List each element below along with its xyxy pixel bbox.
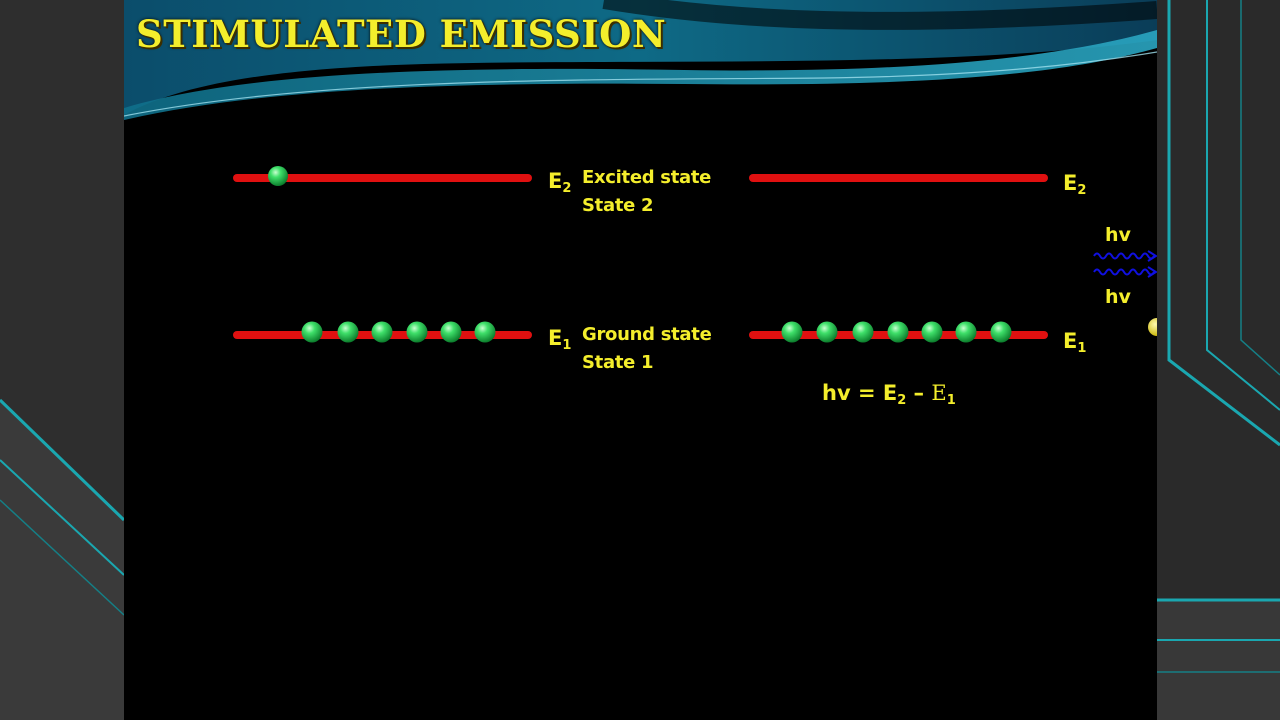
- ground-atom: [474, 321, 496, 343]
- e2-subscript: 2: [1077, 183, 1087, 198]
- photon-label-bottom: hv: [1105, 286, 1131, 308]
- photon-wave-icon: [1093, 250, 1157, 278]
- formula-lhs: hv = E: [822, 381, 898, 405]
- state-1-label: State 1: [582, 352, 654, 373]
- ground-atom: [816, 321, 838, 343]
- e1-subscript: 1: [562, 338, 572, 353]
- e1-symbol: E: [1063, 329, 1078, 353]
- right-decorative-panel: [1157, 0, 1280, 720]
- ground-atom: [337, 321, 359, 343]
- excited-atom: [268, 166, 288, 186]
- ground-atom: [852, 321, 874, 343]
- ground-atom: [955, 321, 977, 343]
- slide-title: STIMULATED EMISSION: [136, 12, 667, 56]
- incoming-atom-icon: [1148, 318, 1157, 336]
- slide: STIMULATED EMISSION: [124, 0, 1157, 720]
- ground-atom: [990, 321, 1012, 343]
- right-ground-atoms: [781, 321, 1012, 343]
- ground-atom: [406, 321, 428, 343]
- ground-atom: [371, 321, 393, 343]
- formula-e: E: [931, 381, 947, 405]
- ground-state-label: Ground state: [582, 324, 712, 345]
- left-ground-atoms: [301, 321, 496, 343]
- right-e1-label: E1: [1063, 329, 1087, 356]
- left-e1-label: E1: [548, 326, 572, 353]
- energy-level-diagram: [233, 166, 1157, 343]
- ground-atom: [887, 321, 909, 343]
- formula-sub-1: 1: [946, 393, 956, 408]
- ground-atom: [921, 321, 943, 343]
- ground-atom: [301, 321, 323, 343]
- state-2-label: State 2: [582, 195, 654, 216]
- right-e2-label: E2: [1063, 171, 1087, 198]
- photon-label-top: hv: [1105, 224, 1131, 246]
- e1-subscript: 1: [1077, 341, 1087, 356]
- e2-subscript: 2: [562, 181, 572, 196]
- excited-state-label: Excited state: [582, 167, 712, 188]
- ground-atom: [781, 321, 803, 343]
- formula-sub-2: 2: [897, 393, 907, 408]
- formula-minus: –: [906, 381, 932, 405]
- e2-symbol: E: [548, 169, 563, 193]
- header-swoosh-decoration: [124, 0, 1157, 120]
- left-e2-label: E2: [548, 169, 572, 196]
- energy-formula: hv = E2 – E1: [822, 381, 956, 408]
- ground-atom: [440, 321, 462, 343]
- e2-symbol: E: [1063, 171, 1078, 195]
- left-decorative-panel: [0, 0, 124, 720]
- e1-symbol: E: [548, 326, 563, 350]
